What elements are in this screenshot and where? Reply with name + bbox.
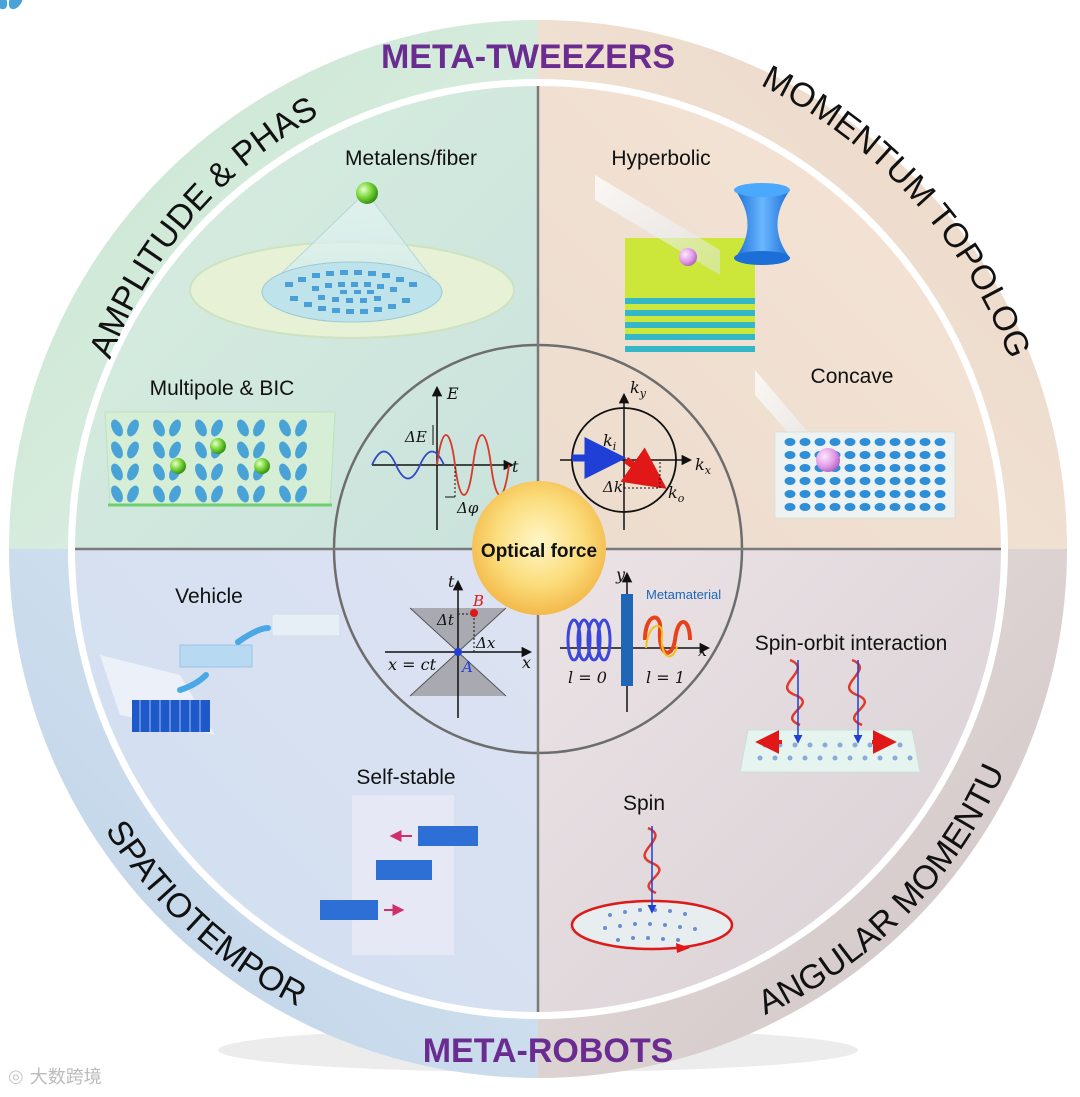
watermark: ◎ 大数跨境: [8, 1062, 148, 1090]
spin-illustration: [569, 826, 735, 953]
spacetime-t: t: [448, 572, 455, 591]
momentum-ki: ki: [603, 431, 616, 453]
wave-axis-t: t: [512, 457, 519, 476]
watermark-text: 大数跨境: [29, 1067, 102, 1088]
ring-label-meta-robots: META-ROBOTS: [423, 1032, 674, 1070]
spacetime-light-cone: x = ct: [388, 655, 437, 674]
wave-delta-e: ΔE: [404, 428, 427, 446]
spacetime-a: A: [460, 658, 473, 676]
label-vehicle: Vehicle: [175, 585, 243, 608]
concave-particle: [816, 448, 840, 472]
self-stable-illustration: [320, 795, 478, 955]
concave-dimple-array: [784, 438, 946, 511]
momentum-ko: ko: [668, 483, 685, 505]
spacetime-dx: Δx: [475, 634, 496, 652]
wave-axis-e: E: [446, 384, 459, 403]
oam-metamaterial-label: Metamaterial: [646, 587, 721, 602]
bic-particle-3: [254, 458, 270, 474]
ring-label-meta-tweezers: META-TWEEZERS: [381, 38, 675, 76]
label-self-stable: Self-stable: [356, 766, 455, 789]
wave-panel: [371, 385, 515, 530]
oam-panel: [560, 571, 711, 712]
label-spin-orbit-interaction: Spin-orbit interaction: [755, 632, 948, 655]
spacetime-panel: [385, 579, 533, 718]
center-title: Optical force: [481, 541, 597, 562]
label-metalens-fiber: Metalens/fiber: [345, 147, 477, 170]
metalens-fiber-illustration: [189, 182, 515, 339]
momentum-panel: [560, 392, 693, 530]
hyperbolic-particle: [679, 248, 697, 266]
oam-x: x: [698, 641, 707, 660]
momentum-ky: ky: [630, 378, 647, 400]
label-spin: Spin: [623, 792, 665, 815]
spacetime-dt: Δt: [436, 611, 455, 629]
oam-l0: l = 0: [568, 668, 607, 687]
oam-y: y: [615, 565, 626, 584]
momentum-kx: kx: [695, 455, 712, 477]
quadrant-bottom-right: [538, 549, 1001, 1012]
bic-particle-1: [170, 458, 186, 474]
spin-orbit-illustration: [739, 658, 921, 773]
oam-l1: l = 1: [646, 668, 685, 687]
label-multipole-bic: Multipole & BIC: [150, 377, 295, 400]
vehicle-illustration: [100, 613, 341, 735]
wave-delta-phi: Δφ: [456, 499, 479, 517]
bic-particle-2: [210, 438, 226, 454]
trapped-particle: [356, 182, 378, 204]
optical-force-sun: [472, 481, 606, 615]
spacetime-b: B: [472, 592, 484, 610]
momentum-dk: Δk: [602, 478, 623, 496]
watermark-logo-icon: ◎: [8, 1065, 24, 1087]
label-hyperbolic: Hyperbolic: [611, 147, 710, 170]
spacetime-x: x: [522, 653, 531, 672]
hyperbolic-illustration: [595, 175, 790, 352]
label-concave: Concave: [811, 365, 894, 388]
